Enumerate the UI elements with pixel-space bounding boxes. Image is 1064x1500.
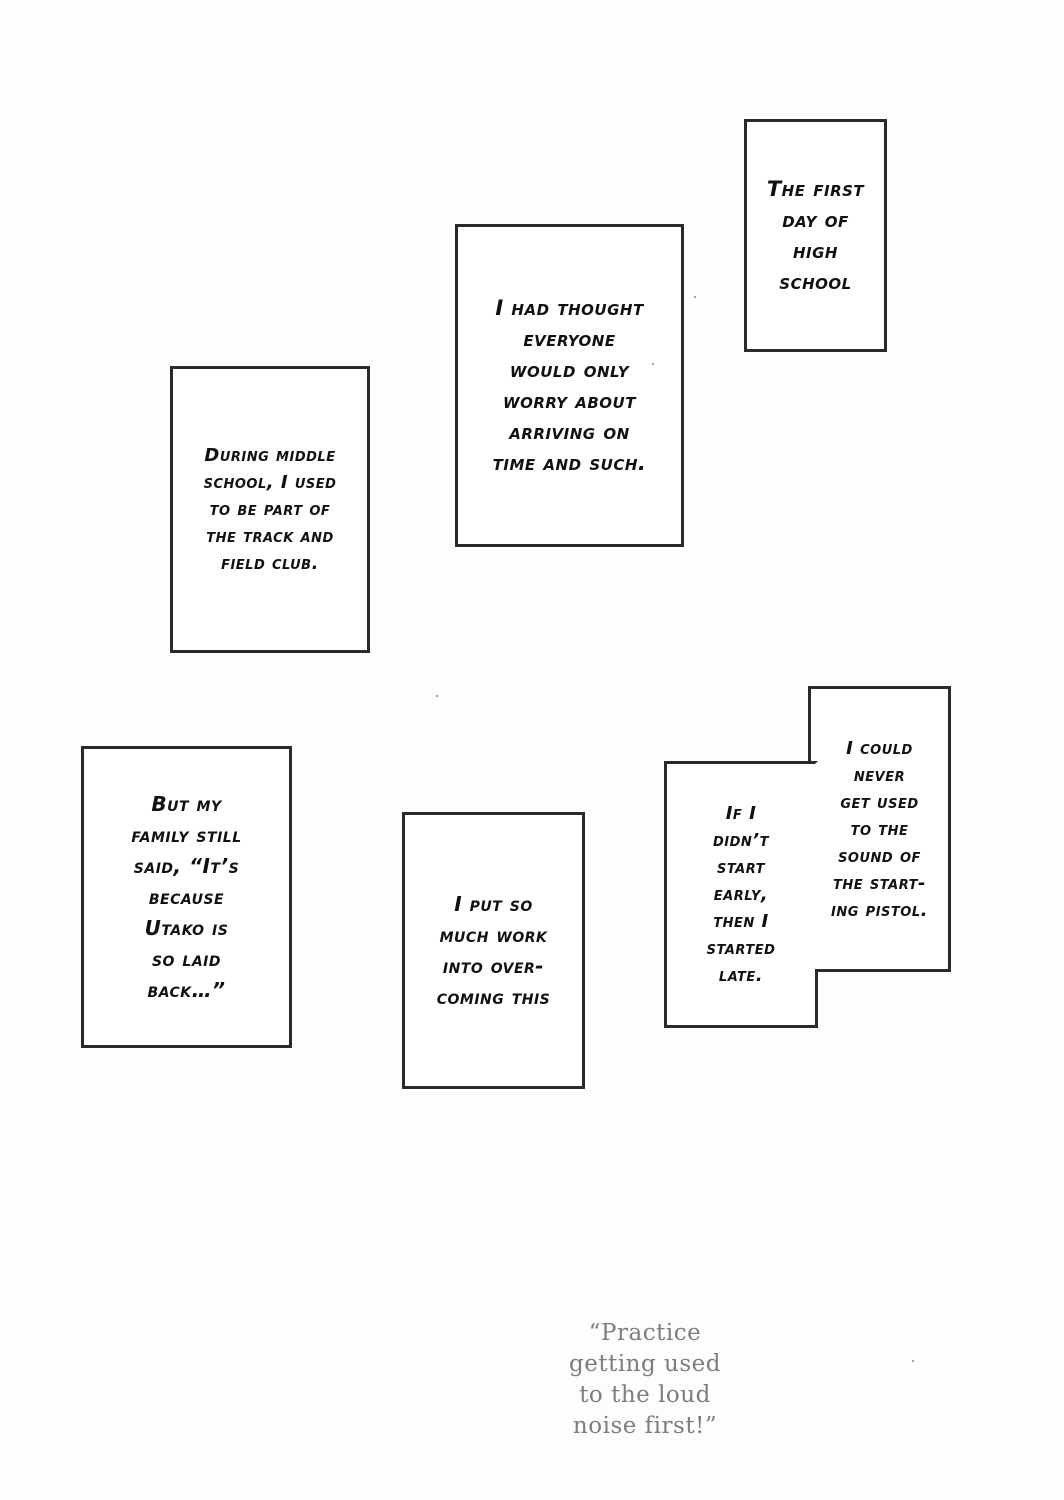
caption-box-put-work: I put so much work into over- coming thi… bbox=[402, 812, 585, 1089]
caption-box-family-said: But my family still said, “It’s because … bbox=[81, 746, 292, 1048]
caption-text-first-day: The first day of high school bbox=[766, 176, 865, 294]
caption-frame-step bbox=[815, 969, 818, 1028]
caption-text-never-used: I could never get used to the sound of t… bbox=[831, 737, 928, 921]
speck bbox=[652, 363, 654, 365]
speck bbox=[912, 1360, 914, 1362]
caption-frame-step-cover bbox=[812, 764, 818, 969]
caption-box-never-used: I could never get used to the sound of t… bbox=[808, 686, 951, 972]
caption-box-first-day: The first day of high school bbox=[744, 119, 887, 352]
speech-text-practice: “Practice getting used to the loud noise… bbox=[569, 1320, 721, 1439]
caption-box-had-thought: I had thought everyone would only worry … bbox=[455, 224, 684, 547]
speck bbox=[694, 296, 696, 298]
caption-box-middle-school: During middle school, I used to be part … bbox=[170, 366, 370, 653]
caption-text-family-said: But my family still said, “It’s because … bbox=[131, 791, 242, 1002]
caption-text-put-work: I put so much work into over- coming thi… bbox=[436, 891, 551, 1009]
caption-text-middle-school: During middle school, I used to be part … bbox=[203, 445, 337, 574]
speck bbox=[436, 695, 438, 697]
caption-text-had-thought: I had thought everyone would only worry … bbox=[492, 295, 647, 475]
caption-box-started-late: If I didn’t start early, then I started … bbox=[664, 761, 818, 1028]
caption-text-started-late: If I didn’t start early, then I started … bbox=[706, 803, 776, 986]
